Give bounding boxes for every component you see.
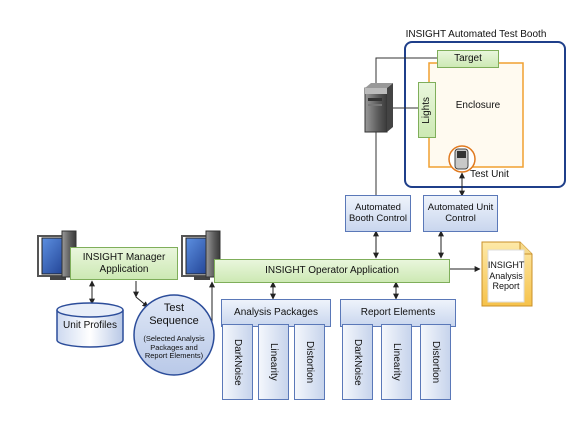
computer-icon — [37, 230, 77, 280]
report-element-label: Distortion — [430, 340, 441, 384]
booth-control-label: Automated Booth Control — [348, 201, 408, 224]
report-element-item: Linearity — [381, 324, 412, 400]
unit-control-box: Automated Unit Control — [423, 195, 498, 232]
report-element-label: DarkNoise — [352, 338, 363, 386]
enclosure-box — [428, 62, 524, 168]
test-unit-device-icon — [448, 145, 476, 173]
target-label: Target — [454, 53, 482, 65]
test-sequence-circle — [133, 294, 215, 376]
unit-control-label: Automated Unit Control — [427, 201, 494, 224]
connector — [135, 296, 149, 308]
analysis-package-label: Linearity — [268, 343, 279, 381]
analysis-package-item: Distortion — [294, 324, 325, 400]
target-box: Target — [437, 50, 499, 68]
analysis-packages-panel: Analysis Packages — [221, 299, 331, 327]
manager-app-box: INSIGHT Manager Application — [70, 247, 178, 280]
database-cylinder-icon — [56, 302, 124, 348]
report-element-item: DarkNoise — [342, 324, 373, 400]
connector — [375, 57, 437, 83]
lights-label: Lights — [421, 96, 433, 124]
booth-title: INSIGHT Automated Test Booth — [405, 29, 547, 41]
operator-app-label: INSIGHT Operator Application — [265, 265, 399, 277]
analysis-package-label: DarkNoise — [232, 338, 243, 386]
test-sequence-note: (Selected Analysis Packages and Report E… — [143, 334, 205, 361]
server-tower-icon — [364, 83, 393, 133]
enclosure-label: Enclosure — [455, 100, 501, 112]
report-label: INSIGHT Analysis Report — [487, 260, 525, 292]
document-icon — [481, 241, 533, 307]
report-element-label: Linearity — [391, 343, 402, 381]
analysis-package-item: DarkNoise — [222, 324, 253, 400]
analysis-package-item: Linearity — [258, 324, 289, 400]
report-elements-panel: Report Elements — [340, 299, 456, 327]
booth-control-box: Automated Booth Control — [345, 195, 411, 232]
test-sequence-title: Test Sequence — [149, 302, 199, 327]
test-unit-label: Test Unit — [470, 169, 509, 181]
unit-profiles-label: Unit Profiles — [63, 320, 117, 332]
analysis-package-label: Distortion — [304, 340, 315, 384]
analysis-packages-title: Analysis Packages — [234, 307, 318, 319]
report-elements-title: Report Elements — [360, 307, 436, 319]
operator-app-box: INSIGHT Operator Application — [214, 259, 450, 283]
manager-app-label: INSIGHT Manager Application — [82, 252, 166, 275]
lights-box: Lights — [418, 82, 436, 138]
report-element-item: Distortion — [420, 324, 451, 400]
